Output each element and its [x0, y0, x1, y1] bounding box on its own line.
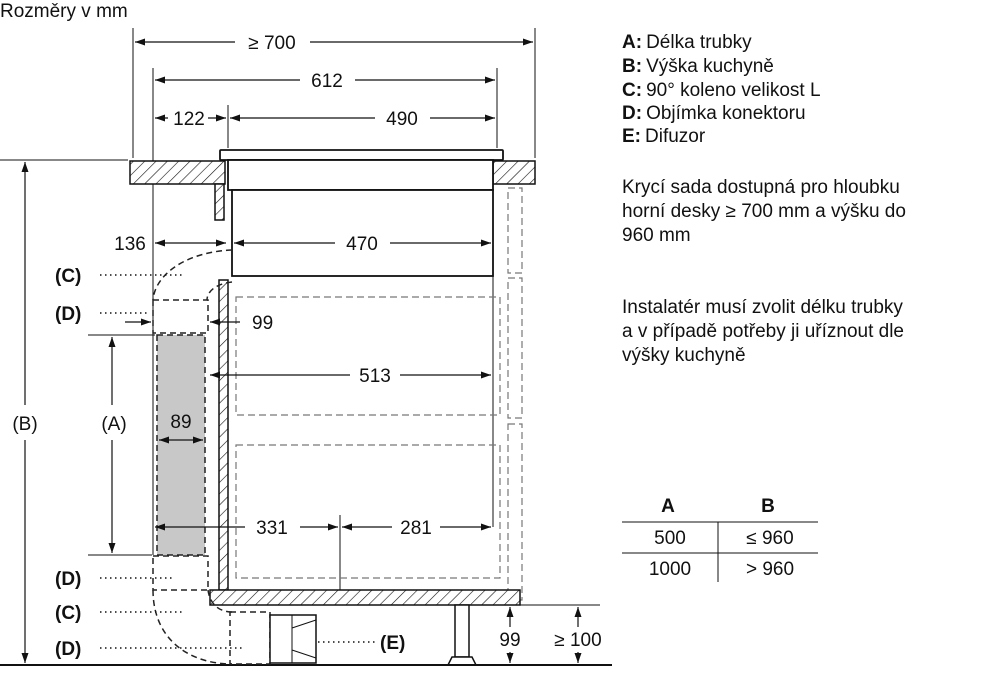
callout-D-top: (D)	[55, 304, 81, 325]
callout-D-bottom: (D)	[55, 569, 81, 590]
diffuser	[269, 614, 317, 664]
callouts: (C) (D) (D) (C) (D) (E)	[55, 266, 405, 660]
dimension-leg-to-mid: 331	[155, 518, 338, 539]
legend-item-D: D:Objímka konektoru	[622, 103, 806, 124]
svg-text:≥ 100: ≥ 100	[554, 630, 601, 651]
legend-item-B: B:Výška kuchyně	[622, 56, 774, 77]
callout-E: (E)	[380, 633, 405, 654]
table-cell: ≤ 960	[746, 528, 793, 549]
callout-C-bottom: (C)	[55, 603, 81, 624]
dimension-hob-inner: 490	[230, 109, 495, 130]
dimension-mid-to-back: 281	[342, 518, 491, 539]
cabinet-leg	[446, 604, 478, 666]
svg-text:612: 612	[311, 71, 343, 92]
table-cell: 1000	[649, 559, 691, 580]
dimension-hob-width: 612	[155, 71, 495, 92]
dimension-duct-offset: 136	[114, 234, 226, 255]
duct-assembly	[152, 249, 317, 665]
note-installer: Instalatér musí zvolit délku trubky a v …	[622, 297, 904, 366]
extension-lines	[0, 28, 600, 606]
svg-text:470: 470	[346, 234, 378, 255]
dimension-connector-gap: 99	[125, 313, 273, 334]
svg-text:99: 99	[499, 630, 520, 651]
table-cell: 500	[654, 528, 686, 549]
countertop-right	[492, 160, 536, 185]
hob	[219, 149, 504, 277]
dimension-wall-to-back: 513	[210, 366, 491, 387]
connector-diffuser	[229, 611, 271, 665]
legend: A:Délka trubky B:Výška kuchyně C:90° kol…	[622, 32, 821, 147]
svg-text:513: 513	[359, 366, 391, 387]
dimension-body-depth: 470	[234, 234, 491, 255]
svg-text:136: 136	[114, 234, 146, 255]
svg-text:horní desky ≥ 700 mm a výšku d: horní desky ≥ 700 mm a výšku do	[622, 201, 906, 222]
connector-bottom	[152, 555, 209, 591]
svg-text:a v případě potřeby ji uříznou: a v případě potřeby ji uříznout dle	[622, 321, 904, 342]
svg-text:122: 122	[173, 109, 205, 130]
cabinet-side-wall	[218, 279, 229, 591]
svg-text:Krycí sada dostupná pro hloubk: Krycí sada dostupná pro hloubku	[622, 177, 900, 198]
dimension-plinth-height: 99	[499, 607, 521, 663]
cabinet-bottom	[209, 589, 521, 606]
size-table: A B 500 ≤ 960 1000 > 960	[622, 496, 818, 582]
dimension-A: (A)	[101, 337, 127, 553]
legend-item-E: E:Difuzor	[622, 126, 706, 147]
callout-C-top: (C)	[55, 266, 81, 287]
svg-text:281: 281	[400, 518, 432, 539]
table-header-A: A	[661, 496, 675, 517]
dimension-plinth-min: ≥ 100	[554, 607, 602, 663]
legend-item-A: A:Délka trubky	[622, 32, 752, 53]
svg-text:490: 490	[386, 109, 418, 130]
countertop-left	[129, 160, 226, 185]
callout-D-diffuser: (D)	[55, 639, 81, 660]
svg-text:≥ 700: ≥ 700	[248, 33, 295, 54]
dimension-duct-width: 89	[159, 412, 203, 444]
svg-text:Instalatér musí zvolit délku t: Instalatér musí zvolit délku trubky	[622, 297, 903, 318]
connector-top	[152, 299, 209, 334]
svg-text:99: 99	[252, 313, 273, 334]
dimension-overall-depth: ≥ 700	[135, 33, 533, 54]
dimension-B: (B)	[12, 162, 38, 663]
svg-text:89: 89	[170, 412, 191, 433]
table-cell: > 960	[746, 559, 794, 580]
svg-text:(A): (A)	[101, 414, 126, 435]
cabinet-outline	[235, 187, 523, 601]
diagram-title: Rozměry v mm	[0, 1, 128, 22]
svg-text:331: 331	[256, 518, 288, 539]
dimension-offset-left: 122	[155, 105, 226, 130]
svg-text:960 mm: 960 mm	[622, 225, 691, 246]
svg-text:(B): (B)	[12, 414, 37, 435]
duct-pipe	[156, 334, 206, 556]
legend-item-C: C:90° koleno velikost L	[622, 80, 821, 101]
note-cover-kit: Krycí sada dostupná pro hloubku horní de…	[622, 177, 906, 246]
front-panel	[214, 183, 225, 221]
table-header-B: B	[761, 496, 775, 517]
svg-text:výšky kuchyně: výšky kuchyně	[622, 345, 746, 366]
